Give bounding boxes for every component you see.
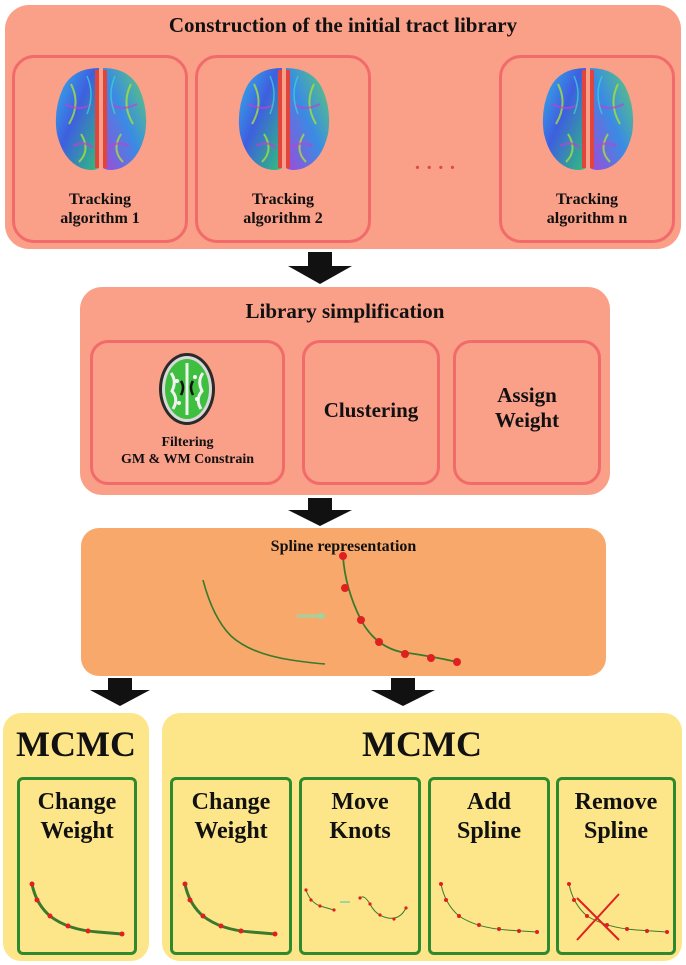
tracking-card-2: Tracking algorithm 2	[195, 55, 371, 243]
brain-tractography-icon	[234, 64, 334, 174]
arrow-right-icon	[297, 612, 327, 620]
assign-weight-label: Assign Weight	[494, 383, 560, 433]
spline-knots-curve	[339, 552, 461, 666]
move-knots-label: Move Knots	[329, 789, 391, 844]
change-weight-box-left: Change Weight	[17, 777, 137, 955]
tracking-card-n-label: Tracking algorithm n	[546, 191, 628, 228]
tracking-card-1-label: Tracking algorithm 1	[60, 191, 140, 228]
move-knots-box: Move Knots	[299, 777, 421, 955]
spline-representation-title: Spline representation	[270, 538, 417, 555]
remove-spline-icon	[567, 882, 669, 941]
brain-tractography-icon	[538, 64, 638, 174]
mcmc-left-title: MCMC	[16, 724, 136, 764]
add-spline-label: Add Spline	[456, 789, 522, 844]
remove-spline-box: Remove Spline	[556, 777, 676, 955]
remove-spline-label: Remove Spline	[574, 789, 658, 844]
assign-weight-box: Assign Weight	[453, 340, 601, 485]
tract-library-title: Construction of the initial tract librar…	[168, 13, 518, 37]
weighted-spline-icon	[182, 881, 278, 937]
spline-representation-panel: Spline representation	[81, 528, 606, 676]
tracking-card-2-label: Tracking algorithm 2	[243, 191, 323, 228]
clustering-box: Clustering	[302, 340, 440, 485]
raw-tract-curve	[202, 579, 326, 665]
brain-tractography-icon	[51, 64, 151, 174]
change-weight-box: Change Weight	[170, 777, 292, 955]
library-simplification-title: Library simplification	[245, 299, 445, 323]
add-spline-box: Add Spline	[428, 777, 550, 955]
tracking-card-1: Tracking algorithm 1	[12, 55, 188, 243]
library-simplification-panel: Library simplification Filtering GM & WM…	[80, 287, 610, 495]
brain-slice-icon	[159, 353, 215, 425]
tracking-card-n: Tracking algorithm n	[499, 55, 675, 243]
add-spline-icon	[439, 882, 539, 934]
mcmc-left-panel: MCMC Change Weight	[3, 713, 149, 961]
move-knots-icon	[304, 888, 408, 921]
filtering-box: Filtering GM & WM Constrain	[90, 340, 285, 485]
change-weight-label: Change Weight	[191, 789, 271, 844]
mcmc-right-title: MCMC	[362, 724, 482, 764]
mcmc-right-panel: MCMC Change Weight Move Knots Add Spline	[162, 713, 682, 961]
tract-library-panel: Construction of the initial tract librar…	[5, 5, 681, 249]
change-weight-label-left: Change Weight	[37, 789, 117, 844]
clustering-label: Clustering	[323, 398, 419, 422]
filtering-label: Filtering GM & WM Constrain	[120, 435, 255, 467]
weighted-spline-icon	[29, 881, 125, 937]
ellipsis: · · · ·	[414, 157, 456, 179]
